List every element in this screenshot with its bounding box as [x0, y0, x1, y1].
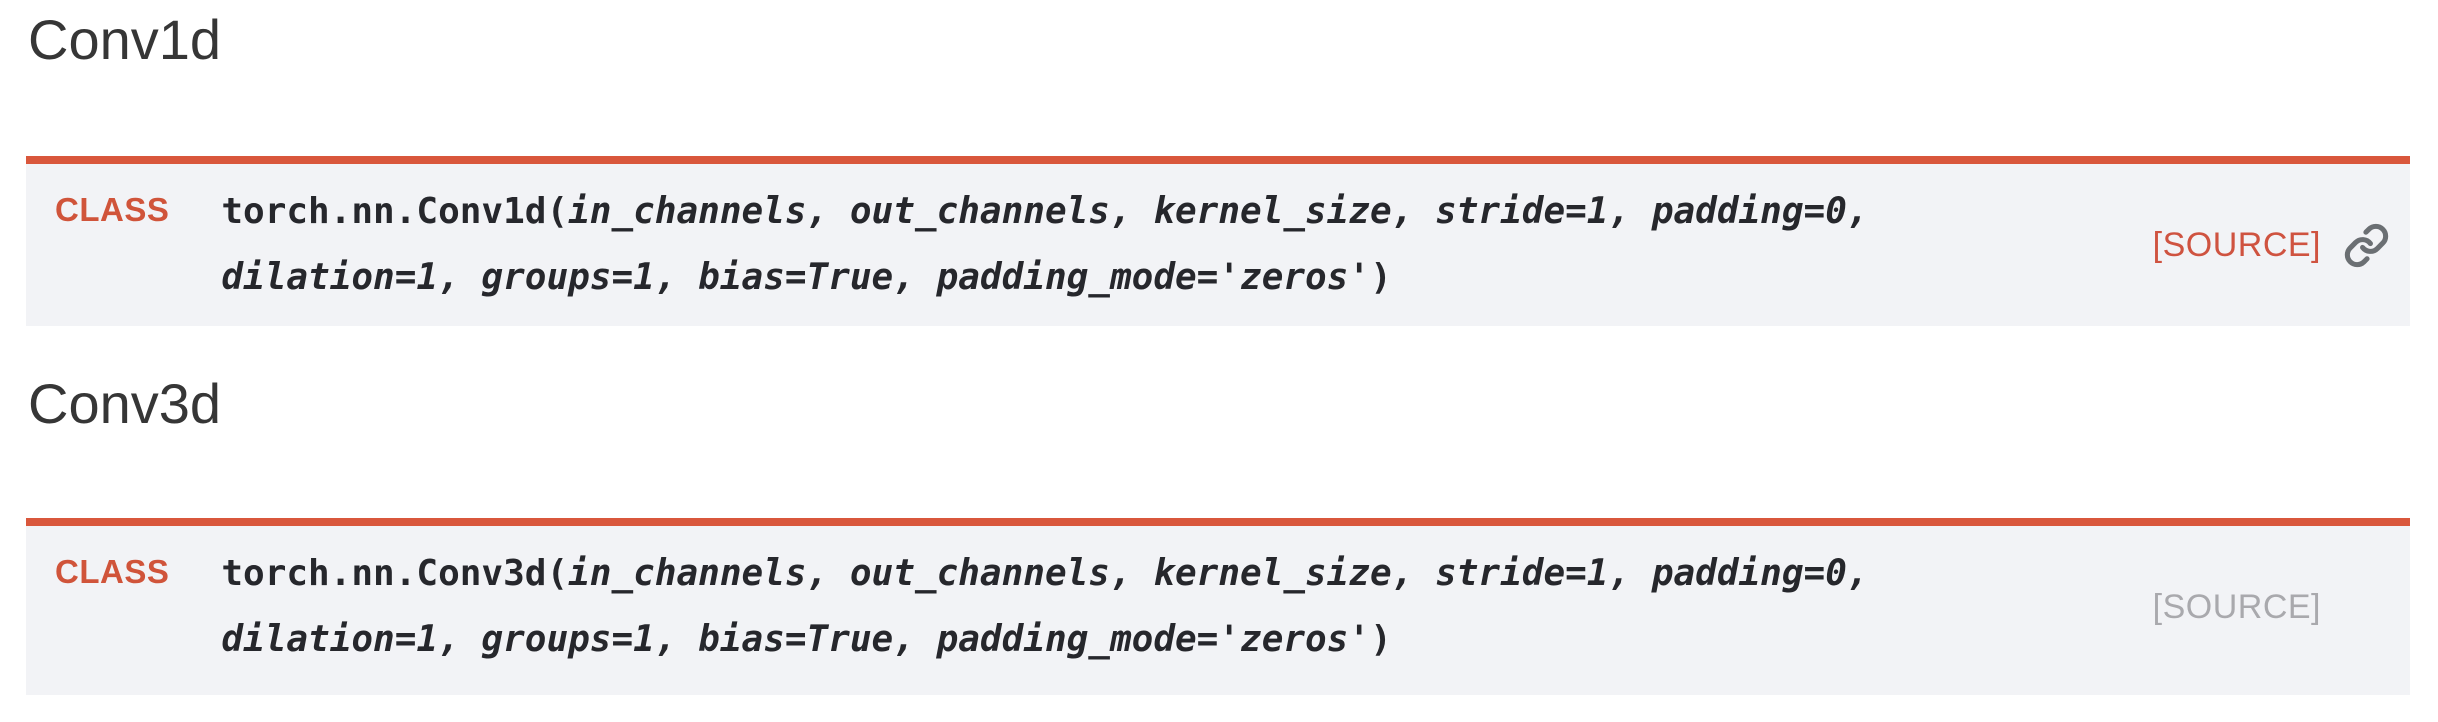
- signature-line-1: torch.nn.Conv1d(in_channels, out_channel…: [221, 179, 1868, 245]
- link-icon[interactable]: [2343, 222, 2390, 269]
- signature-params-1: in_channels, out_channels, kernel_size, …: [568, 191, 1869, 232]
- signature-params-2: dilation=1, groups=1, bias=True, padding…: [221, 619, 1371, 660]
- signature-line-1: torch.nn.Conv3d(in_channels, out_channel…: [221, 541, 1868, 607]
- section-heading-conv1d: Conv1d: [28, 8, 222, 71]
- signature-code: torch.nn.Conv3d(in_channels, out_channel…: [221, 541, 1868, 673]
- signature-line-2: dilation=1, groups=1, bias=True, padding…: [221, 245, 1868, 311]
- signature-prefix: torch.nn.Conv1d(: [221, 191, 569, 232]
- signature-params-1: in_channels, out_channels, kernel_size, …: [568, 553, 1869, 594]
- source-link[interactable]: [SOURCE]: [2152, 226, 2321, 264]
- class-keyword-label: CLASS: [55, 553, 170, 590]
- class-signature-block-conv3d: CLASS torch.nn.Conv3d(in_channels, out_c…: [26, 518, 2410, 695]
- class-keyword-label: CLASS: [55, 191, 170, 228]
- source-area: [SOURCE]: [2113, 222, 2390, 269]
- source-area: [SOURCE]: [2113, 584, 2390, 631]
- class-signature-block-conv1d: CLASS torch.nn.Conv1d(in_channels, out_c…: [26, 156, 2410, 326]
- signature-code: torch.nn.Conv1d(in_channels, out_channel…: [221, 179, 1868, 311]
- signature-close-paren: ): [1370, 257, 1392, 298]
- signature-params-2: dilation=1, groups=1, bias=True, padding…: [221, 257, 1371, 298]
- signature-close-paren: ): [1370, 619, 1392, 660]
- signature-line-2: dilation=1, groups=1, bias=True, padding…: [221, 607, 1868, 673]
- docs-page: Conv1d CLASS torch.nn.Conv1d(in_channels…: [0, 8, 2438, 722]
- signature-prefix: torch.nn.Conv3d(: [221, 553, 569, 594]
- section-heading-conv3d: Conv3d: [28, 372, 222, 435]
- source-link[interactable]: [SOURCE]: [2152, 588, 2321, 626]
